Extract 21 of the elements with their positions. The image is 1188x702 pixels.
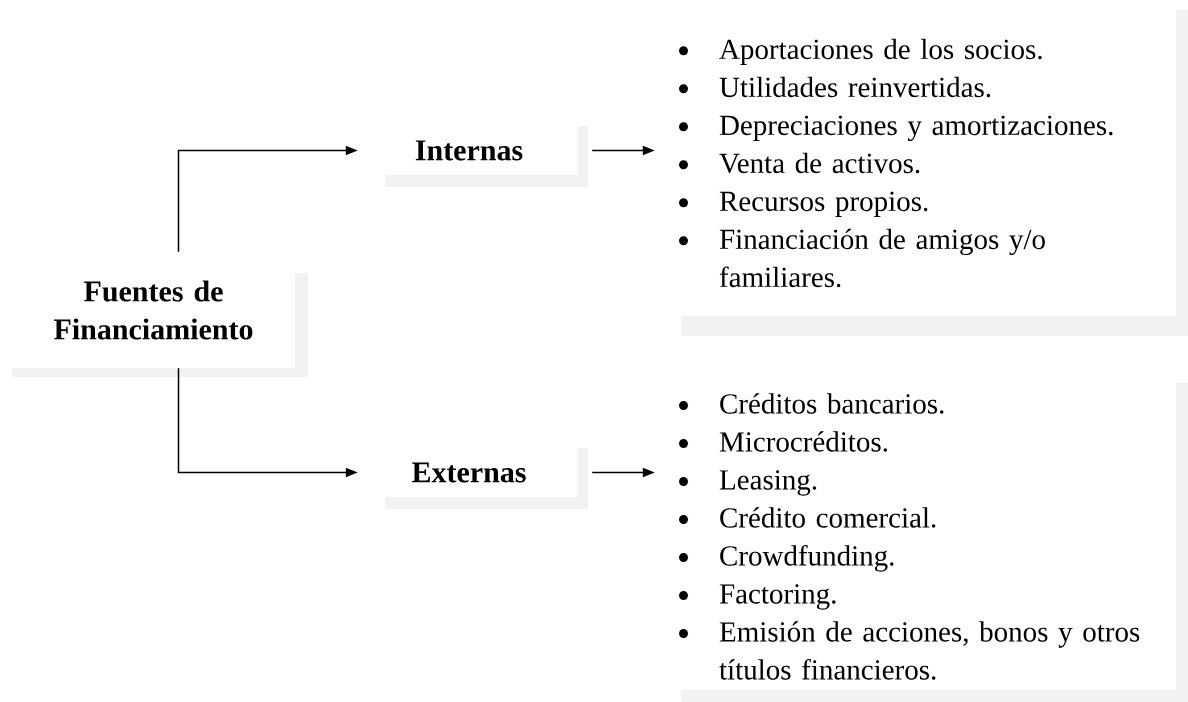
- node-label: Leasing.: [719, 470, 817, 496]
- bullet-list-box: Aportaciones de los socios. Utilidades reinvertidas. Depreciaciones y amortizaciones. Venta de activos. Recursos propios. Financiación de amigos y/o familiares.: [679, 10, 1188, 336]
- node-label: Microcréditos.: [719, 431, 888, 452]
- node-label: Internas: [415, 140, 523, 161]
- node-label: Recursos propios.: [719, 191, 928, 218]
- node-label: Aportaciones de los socios.: [719, 38, 1042, 66]
- node-label: Créditos bancarios.: [720, 393, 944, 414]
- shadow-box: Internas: [385, 126, 588, 187]
- node-label: Crédito comercial.: [720, 507, 936, 528]
- node-label: Emisión de acciones, bonos y otros títulos financieros.: [719, 621, 1140, 680]
- node-label: Financiación de amigos y/o familiares.: [719, 228, 1045, 288]
- bullet-list-box: Créditos bancarios. Microcréditos. Leasing. Crédito comercial. Crowdfunding. Factoring. Emisión de acciones, bonos y otros títulos financieros.: [679, 383, 1188, 702]
- node-label: Factoring.: [719, 584, 836, 610]
- node-label: Venta de activos.: [719, 152, 920, 174]
- node-label: Fuentes de Financiamiento: [54, 280, 253, 340]
- node-label: Externas: [412, 462, 526, 483]
- shadow-box: Fuentes de Financiamiento: [12, 273, 308, 377]
- node-label: Depreciaciones y amortizaciones.: [719, 115, 1113, 142]
- node-label: Utilidades reinvertidas.: [719, 76, 991, 98]
- node-label: Crowdfunding.: [720, 544, 894, 572]
- shadow-box: Externas: [385, 448, 588, 509]
